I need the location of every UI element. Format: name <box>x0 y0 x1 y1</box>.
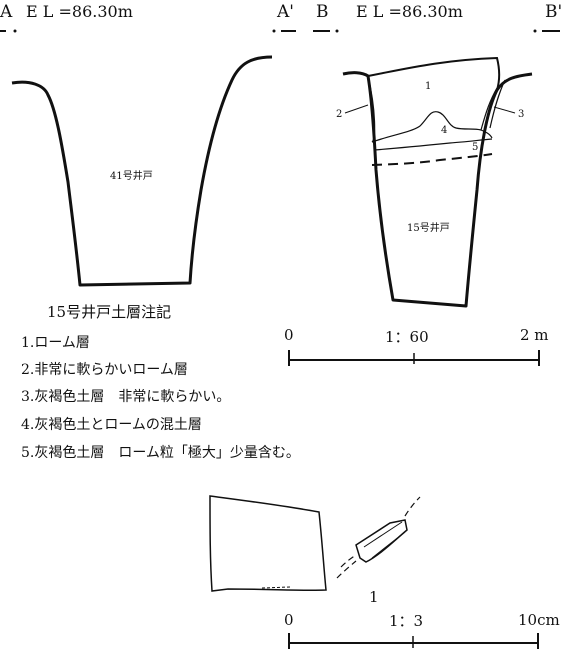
scale-2-end: 10cm <box>518 611 560 629</box>
scale-bar-1-60 <box>288 350 540 366</box>
well-15-label: 15号井戸 <box>407 223 450 234</box>
well-15-layer1-top <box>367 56 501 91</box>
artifact-fragment-large <box>209 495 327 592</box>
legend-item-2: 2.非常に軟らかいローム層 <box>21 362 188 378</box>
scale-1-ratio: 1：60 <box>385 328 429 346</box>
well-15-layer5-top <box>373 138 493 151</box>
legend-title: 15号井戸土層注記 <box>47 303 172 321</box>
leader-line-3 <box>493 106 516 114</box>
artifact-fragment-small <box>355 519 408 563</box>
section-b-elevation: E L =86.30m <box>356 2 463 21</box>
section-a-right-label: A' <box>277 2 294 22</box>
scale-2-start: 0 <box>284 611 294 629</box>
well-15-layer4-top <box>371 111 493 143</box>
well-41-outline <box>11 55 273 287</box>
scale-2-ratio: 1：3 <box>389 612 424 630</box>
well-15-layer3-boundary <box>480 79 506 131</box>
scale-1-end: 2 m <box>520 326 549 344</box>
well-15-outline <box>342 71 533 308</box>
leader-line-2 <box>344 104 369 114</box>
legend-item-4: 4.灰褐色土とロームの混土層 <box>21 417 202 433</box>
section-b-right-label: B' <box>545 2 563 22</box>
artifact-number: 1 <box>369 588 379 606</box>
scale-1-start: 0 <box>284 326 294 344</box>
legend-item-3: 3.灰褐色土層 非常に軟らかい。 <box>21 389 231 405</box>
section-a-left-label: A <box>0 2 13 22</box>
section-a-elevation: E L =86.30m <box>26 2 133 21</box>
well-15-dashed-line <box>371 153 493 166</box>
layer-4-number: 4 <box>441 125 448 136</box>
well-41-label: 41号井戸 <box>110 171 153 182</box>
layer-2-number: 2 <box>336 109 343 120</box>
layer-5-number: 5 <box>472 142 479 153</box>
legend-item-5: 5.灰褐色土層 ローム粒「極大」少量含む。 <box>21 445 300 461</box>
legend-item-1: 1.ローム層 <box>21 335 90 351</box>
well-15-layer2-boundary <box>367 75 376 143</box>
scale-bar-1-3 <box>288 633 539 649</box>
layer-3-number: 3 <box>518 109 525 120</box>
layer-1-number: 1 <box>425 81 432 92</box>
section-b-left-label: B <box>316 2 329 22</box>
